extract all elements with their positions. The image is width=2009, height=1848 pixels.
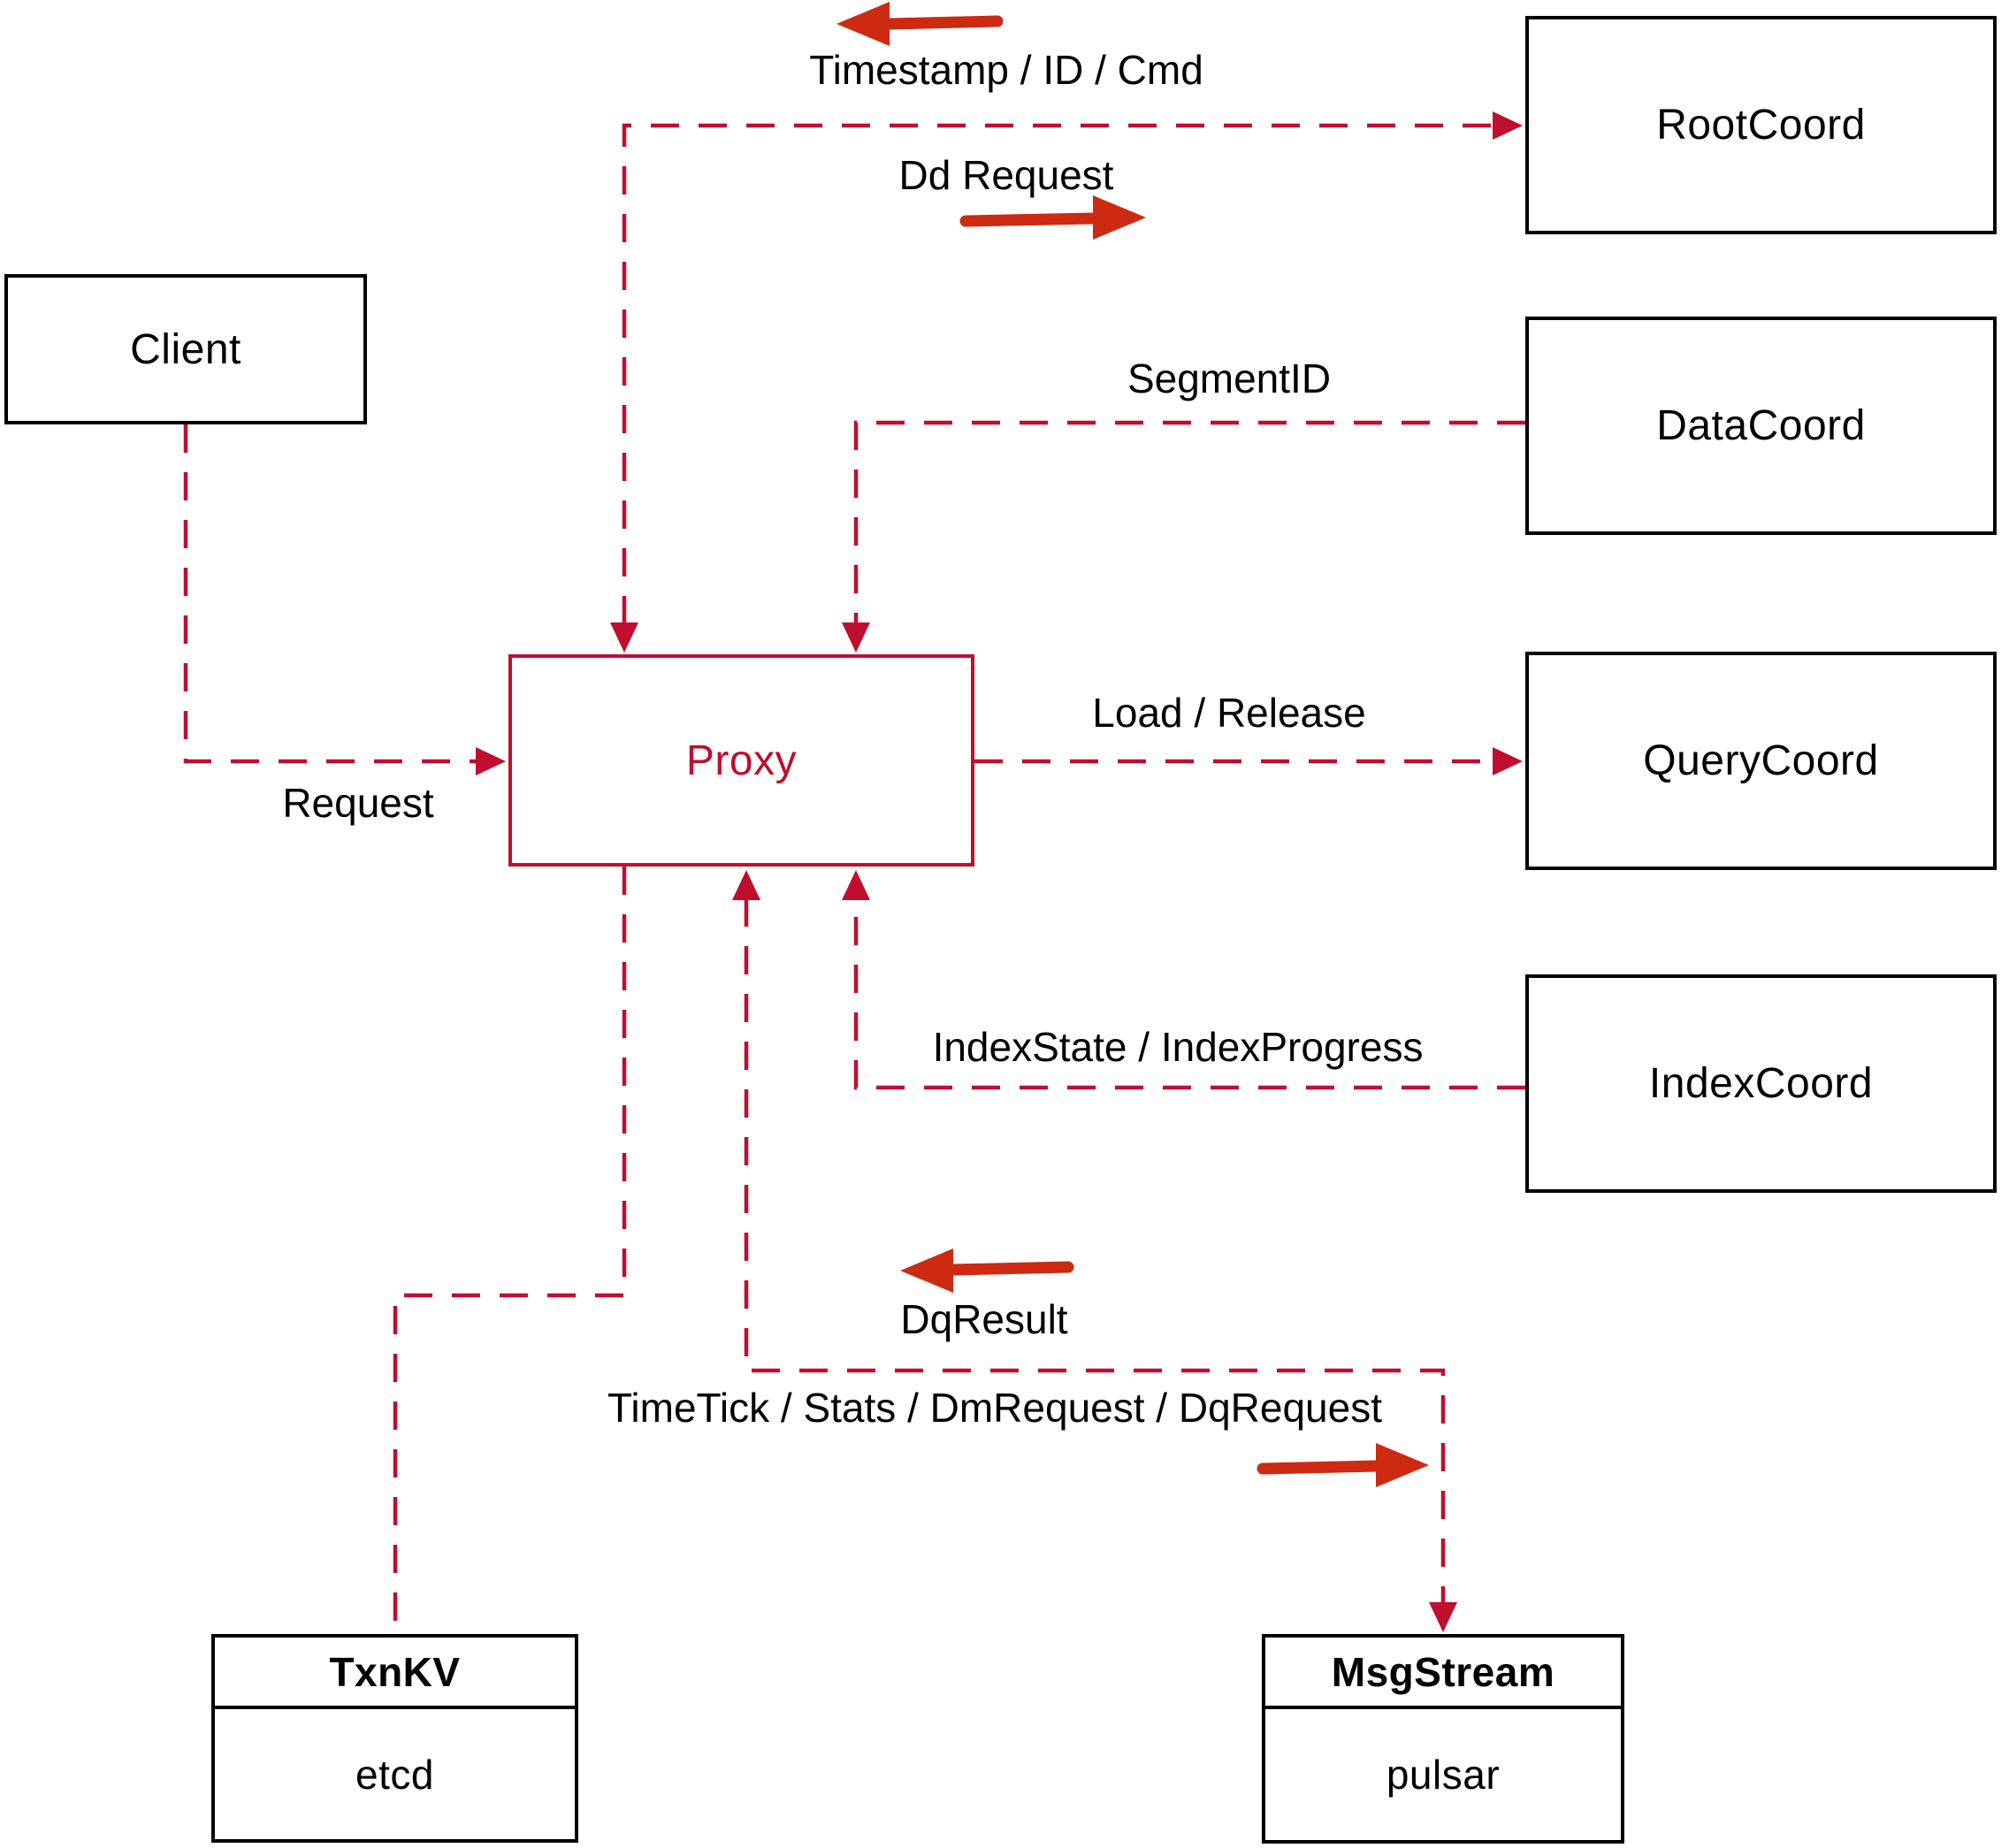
edge-label-request: Request xyxy=(282,780,434,826)
datacoord-node: DataCoord xyxy=(1525,317,1997,535)
edge-proxy-txnkv xyxy=(393,867,627,1634)
client-label: Client xyxy=(130,325,241,373)
edge-proxy-msgstream xyxy=(744,898,1446,1602)
edge-label-timestamp-id-cmd: Timestamp / ID / Cmd xyxy=(809,47,1203,93)
edge-client-proxy xyxy=(183,424,476,764)
proxy-label: Proxy xyxy=(685,737,798,784)
msgstream-node: MsgStream pulsar xyxy=(1262,1634,1624,1844)
indexcoord-label: IndexCoord xyxy=(1648,1060,1874,1107)
txnkv-title: TxnKV xyxy=(215,1638,575,1709)
arrowhead-into-msgstream xyxy=(1429,1602,1457,1632)
indexcoord-node: IndexCoord xyxy=(1525,974,1997,1193)
txnkv-body: etcd xyxy=(355,1751,434,1798)
edge-datacoord-proxy xyxy=(853,420,1525,624)
querycoord-node: QueryCoord xyxy=(1525,652,1997,870)
arrowhead-into-querycoord xyxy=(1493,747,1523,775)
edge-label-timetick: TimeTick / Stats / DmRequest / DqRequest xyxy=(607,1385,1382,1431)
txnkv-node: TxnKV etcd xyxy=(211,1634,578,1843)
edge-label-load-release: Load / Release xyxy=(1092,690,1366,736)
arrowhead-segmentid-into-proxy-top xyxy=(842,622,870,653)
edge-indexcoord-proxy xyxy=(853,898,1525,1090)
rootcoord-node: RootCoord xyxy=(1525,16,1997,234)
edge-label-dd-request: Dd Request xyxy=(898,152,1114,198)
edge-proxy-rootcoord xyxy=(622,123,1494,624)
time-tick-direction-right-arrow xyxy=(1257,1443,1429,1487)
proxy-node: Proxy xyxy=(508,654,974,867)
edge-label-indexstate: IndexState / IndexProgress xyxy=(932,1024,1424,1070)
dd-request-direction-right-arrow xyxy=(959,195,1146,240)
msgstream-title: MsgStream xyxy=(1265,1638,1621,1709)
arrowhead-rootpath-into-proxy-top xyxy=(610,622,638,653)
arrowhead-msgstream-into-proxy-bottom xyxy=(732,870,760,900)
arrowhead-into-rootcoord xyxy=(1493,111,1523,140)
client-node: Client xyxy=(4,274,367,424)
rootcoord-label: RootCoord xyxy=(1656,102,1866,149)
querycoord-label: QueryCoord xyxy=(1643,737,1879,784)
datacoord-label: DataCoord xyxy=(1656,402,1866,449)
dq-result-direction-left-arrow xyxy=(900,1249,1074,1293)
edge-label-dqresult: DqResult xyxy=(900,1296,1068,1342)
arrowhead-into-proxy-left xyxy=(476,747,506,775)
msgstream-body: pulsar xyxy=(1386,1752,1501,1798)
edge-label-segmentid: SegmentID xyxy=(1127,355,1332,401)
arrowhead-indexstate-into-proxy-bottom xyxy=(842,870,870,900)
timestamp-direction-left-arrow xyxy=(836,2,1004,46)
